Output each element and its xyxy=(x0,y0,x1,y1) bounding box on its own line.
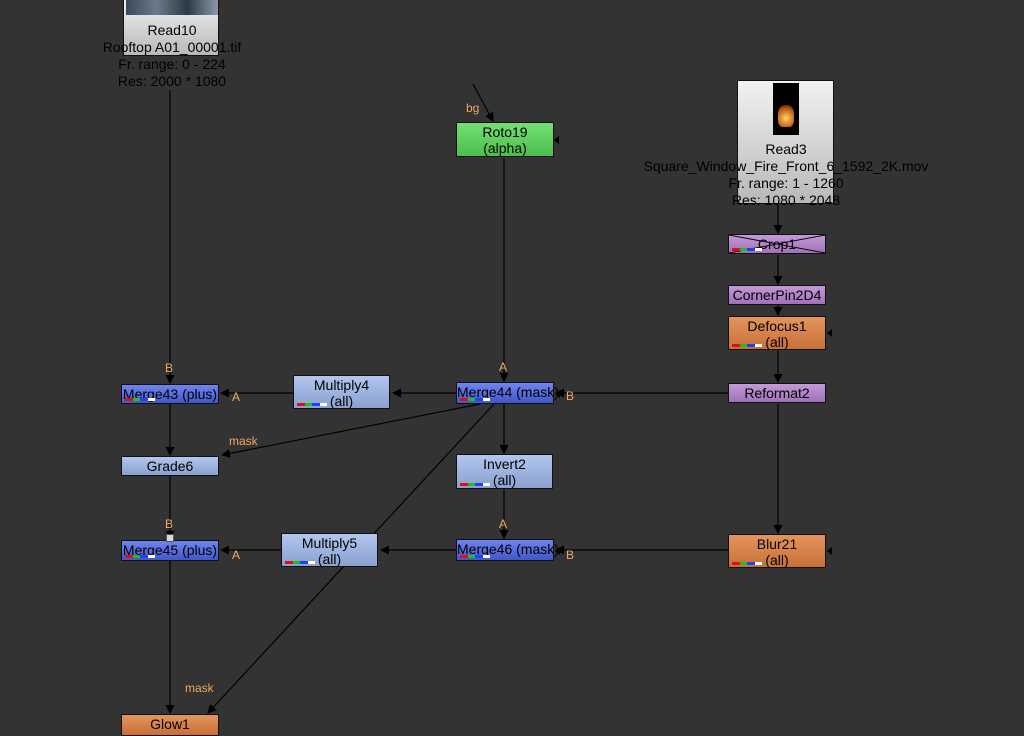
read3-info: Read3 Square_Window_Fire_Front_6_1592_2K… xyxy=(644,141,929,209)
defocus1-sub: (all) xyxy=(765,334,789,350)
node-merge44[interactable]: Merge44 (mask) xyxy=(456,382,559,404)
multiply5-sub: (all) xyxy=(317,551,342,567)
roto19-label: Roto19 xyxy=(482,124,528,140)
node-merge43[interactable]: Merge43 (plus) xyxy=(121,384,219,404)
read10-info: Read10 Rooftop A01_00001.tif Fr. range: … xyxy=(103,22,242,90)
defocus1-output-caret[interactable] xyxy=(827,329,832,337)
blur21-sub: (all) xyxy=(765,552,789,568)
node-merge45[interactable]: Merge45 (plus) xyxy=(121,540,219,561)
read3-range: Fr. range: 1 - 1260 xyxy=(728,175,844,191)
merge45-label: Merge45 (plus) xyxy=(122,542,218,558)
invert2-sub: (all) xyxy=(492,472,517,488)
merge43-a-label: A xyxy=(232,390,241,404)
merge44-a-label: A xyxy=(499,360,508,374)
read3-file: Square_Window_Fire_Front_6_1592_2K.mov xyxy=(643,158,929,174)
node-multiply5[interactable]: Multiply5 (all) xyxy=(281,533,378,567)
merge46-channels xyxy=(460,555,490,558)
merge44-output-caret[interactable] xyxy=(555,390,560,398)
multiply5-label: Multiply5 xyxy=(301,535,358,551)
blur21-label: Blur21 xyxy=(756,536,798,552)
node-crop1[interactable]: Crop1 xyxy=(728,234,826,254)
roto19-bg-label: bg xyxy=(466,101,480,115)
cornerpin-label: CornerPin2D4 xyxy=(732,287,822,303)
read10-file: Rooftop A01_00001.tif xyxy=(102,39,242,55)
read3-res: Res: 1080 * 2048 xyxy=(731,192,841,208)
node-roto19[interactable]: Roto19 (alpha) xyxy=(456,122,554,157)
node-defocus1[interactable]: Defocus1 (all) xyxy=(728,316,826,350)
node-glow1[interactable]: Glow1 xyxy=(121,714,219,736)
grade6-label: Grade6 xyxy=(146,458,194,474)
defocus1-label: Defocus1 xyxy=(747,318,807,334)
read10-thumbnail xyxy=(126,0,218,15)
node-blur21[interactable]: Blur21 (all) xyxy=(728,534,826,568)
merge45-b-label: B xyxy=(165,517,174,531)
invert2-label: Invert2 xyxy=(483,456,526,472)
merge43-channels xyxy=(125,398,155,401)
merge46-output-caret[interactable] xyxy=(555,547,560,555)
node-merge46[interactable]: Merge46 (mask) xyxy=(456,539,559,561)
node-cornerpin2d4[interactable]: CornerPin2D4 xyxy=(728,285,826,305)
multiply5-channels xyxy=(285,561,315,564)
merge44-channels xyxy=(460,398,490,401)
read3-name: Read3 xyxy=(765,141,807,157)
node-read3[interactable] xyxy=(737,80,834,204)
node-multiply4[interactable]: Multiply4 (all) xyxy=(293,375,390,409)
glow1-mask-label: mask xyxy=(185,681,214,695)
blur21-channels xyxy=(732,562,762,565)
glow1-label: Glow1 xyxy=(150,716,190,732)
read10-name: Read10 xyxy=(147,22,197,38)
merge45-a-label: A xyxy=(232,548,241,562)
merge44-b-label: B xyxy=(566,389,575,403)
node-read10[interactable] xyxy=(123,0,219,56)
merge43-b-label: B xyxy=(165,361,174,375)
fire-thumbnail-icon xyxy=(778,105,794,127)
invert2-channels xyxy=(460,483,490,486)
read10-range: Fr. range: 0 - 224 xyxy=(118,56,226,72)
wire-merge44-grade6-mask xyxy=(221,403,481,458)
merge44-label: Merge44 (mask) xyxy=(457,384,559,400)
node-invert2[interactable]: Invert2 (all) xyxy=(456,454,553,489)
node-reformat2[interactable]: Reformat2 xyxy=(728,383,826,403)
blur21-output-caret[interactable] xyxy=(827,547,832,555)
grade6-mask-label: mask xyxy=(229,434,258,448)
multiply4-sub: (all) xyxy=(329,393,354,409)
read3-thumbnail xyxy=(773,83,799,135)
crop1-channels xyxy=(732,248,762,251)
multiply4-channels xyxy=(297,403,327,406)
merge45-channels xyxy=(125,555,155,558)
merge46-a-label: A xyxy=(499,517,508,531)
merge45-b-input-dot[interactable] xyxy=(166,534,174,542)
defocus1-channels xyxy=(732,344,762,347)
roto19-sub: (alpha) xyxy=(483,140,527,156)
roto19-output-caret[interactable] xyxy=(554,136,559,144)
merge46-b-label: B xyxy=(566,548,575,562)
node-grade6[interactable]: Grade6 xyxy=(121,456,219,476)
reformat2-label: Reformat2 xyxy=(744,385,810,401)
multiply4-label: Multiply4 xyxy=(313,377,370,393)
read10-res: Res: 2000 * 1080 xyxy=(117,73,227,89)
merge46-label: Merge46 (mask) xyxy=(457,541,559,557)
